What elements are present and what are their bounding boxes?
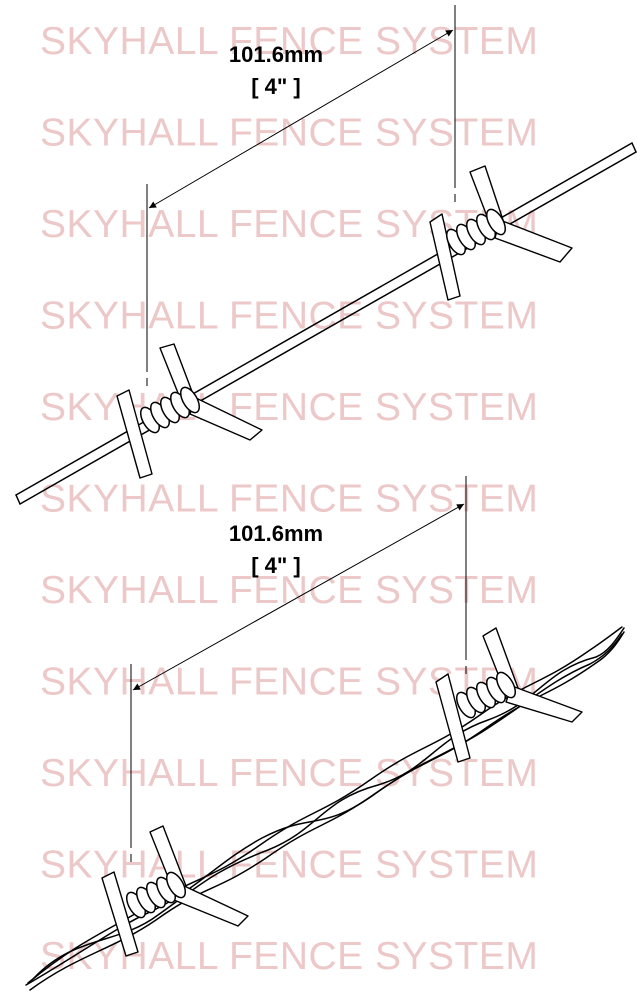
barb-coil-left: [139, 386, 201, 434]
barb-right: [435, 627, 583, 763]
watermark-text: SKYHALL FENCE SYSTEM: [40, 752, 538, 795]
twisted-wire: [25, 626, 625, 991]
barb-right: [429, 165, 573, 301]
barb-left: [101, 825, 249, 957]
dimension-metric-label: 101.6mm: [229, 521, 323, 546]
watermark-text: SKYHALL FENCE SYSTEM: [40, 295, 538, 338]
barb-coil-right: [455, 671, 517, 719]
dimension-imperial-label: [ 4" ]: [251, 74, 301, 99]
figure-single-strand: 101.6mm [ 4" ]: [15, 5, 637, 505]
watermark-text: SKYHALL FENCE SYSTEM: [40, 478, 538, 521]
dimension-imperial-label: [ 4" ]: [251, 553, 301, 578]
barb-coil-right: [445, 208, 507, 256]
watermark-text: SKYHALL FENCE SYSTEM: [40, 386, 538, 429]
watermark-text: SKYHALL FENCE SYSTEM: [40, 112, 538, 155]
barb-coil-left: [125, 871, 187, 919]
watermark-text: SKYHALL FENCE SYSTEM: [40, 844, 538, 887]
watermark-text: SKYHALL FENCE SYSTEM: [40, 935, 538, 978]
dimension-line: [132, 503, 465, 691]
watermark-layer: SKYHALL FENCE SYSTEM SKYHALL FENCE SYSTEM…: [40, 20, 538, 978]
figure-double-twisted: 101.6mm [ 4" ]: [25, 476, 625, 991]
dimension-line: [148, 29, 454, 209]
line-wire: [15, 142, 637, 505]
barb-left: [116, 343, 263, 479]
dimension-metric-label: 101.6mm: [229, 42, 323, 67]
